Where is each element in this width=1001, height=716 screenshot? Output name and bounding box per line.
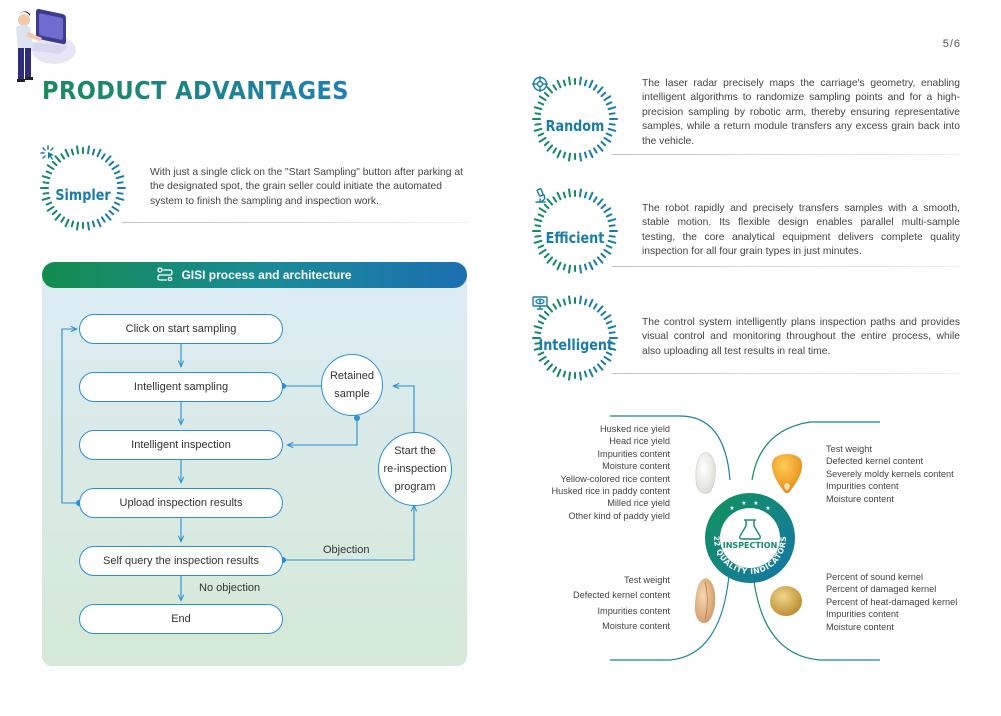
quality-indicator-arcs bbox=[610, 415, 880, 661]
random-label: Random bbox=[545, 117, 605, 135]
reinspection-line-3: program bbox=[394, 481, 436, 493]
efficient-description: The robot rapidly and precisely transfer… bbox=[642, 203, 960, 258]
no-objection-label: No objection bbox=[199, 582, 261, 594]
efficient-badge: Efficient bbox=[532, 188, 618, 274]
inspection-word: INSPECTION bbox=[723, 541, 778, 550]
step-click-start-sampling: Click on start sampling bbox=[79, 314, 283, 344]
step-intelligent-inspection: Intelligent inspection bbox=[79, 430, 283, 460]
reinspection-line-1: Start the bbox=[394, 445, 436, 457]
person-laptop-illustration bbox=[16, 8, 76, 82]
intelligent-label: Intelligent bbox=[538, 336, 614, 354]
indicator-item: Moisture content bbox=[826, 493, 894, 504]
monitor-eye-icon bbox=[532, 296, 548, 310]
sunburst-ring-icon bbox=[40, 145, 126, 231]
objection-label: Objection bbox=[323, 544, 370, 556]
indicator-item: Impurities content bbox=[597, 605, 670, 616]
divider bbox=[612, 154, 960, 155]
step-intelligent-sampling: Intelligent sampling bbox=[79, 372, 283, 402]
random-badge: Random bbox=[532, 76, 618, 162]
simpler-description: With just a single click on the "Start S… bbox=[150, 167, 463, 207]
indicator-item: Defected kernel content bbox=[572, 590, 670, 601]
indicator-item: Test weight bbox=[826, 444, 872, 454]
step-end: End bbox=[79, 604, 283, 634]
indicator-item: Yellow-colored rice content bbox=[560, 473, 670, 484]
indicator-item: Husked rice yield bbox=[600, 424, 670, 434]
svg-text:★: ★ bbox=[753, 500, 758, 507]
cursor-click-icon bbox=[40, 145, 54, 160]
indicator-item: Moisture content bbox=[602, 621, 670, 632]
indicator-item: Moisture content bbox=[826, 621, 894, 632]
page-title: PRODUCT ADVANTAGES bbox=[42, 76, 349, 105]
svg-text:★: ★ bbox=[729, 505, 734, 512]
indicator-item: Milled rice yield bbox=[607, 498, 670, 509]
target-icon bbox=[532, 76, 548, 92]
corn-kernel-icon bbox=[771, 454, 803, 493]
indicator-item: Moisture content bbox=[602, 461, 670, 472]
rice-indicators: Husked rice yield Head rice yield Impuri… bbox=[520, 423, 671, 522]
sunburst-ring-icon bbox=[532, 188, 618, 274]
reinspection-node: Start the re-inspection program bbox=[378, 432, 452, 506]
retained-sample-node: Retained sample bbox=[321, 354, 383, 416]
reinspection-line-2: re-inspection bbox=[383, 463, 447, 475]
indicator-item: Defected kernel content bbox=[826, 456, 924, 467]
svg-text:★: ★ bbox=[765, 505, 770, 512]
step-self-query: Self query the inspection results bbox=[79, 546, 283, 576]
divider bbox=[122, 222, 468, 223]
efficient-label: Efficient bbox=[545, 229, 605, 247]
wheat-indicators: Test weight Defected kernel content Impu… bbox=[520, 573, 670, 635]
gisi-title: GISI process and architecture bbox=[181, 268, 352, 282]
microscope-icon bbox=[535, 188, 546, 203]
svg-text:★: ★ bbox=[741, 500, 746, 507]
indicator-item: Impurities content bbox=[826, 609, 899, 620]
quality-indicators-seal: ★ ★ ★ ★ INSPECTION 22 QUALITY INDICATORS bbox=[705, 493, 795, 583]
sunburst-ring-icon bbox=[532, 76, 618, 162]
simpler-label: Simpler bbox=[55, 186, 111, 204]
indicator-item: Percent of damaged kernel bbox=[826, 584, 937, 595]
step-upload-results: Upload inspection results bbox=[79, 488, 283, 518]
gisi-process-panel: GISI process and architecture bbox=[42, 262, 467, 666]
indicator-item: Test weight bbox=[624, 575, 670, 585]
divider bbox=[612, 266, 960, 267]
process-flow-icon bbox=[157, 267, 174, 282]
indicator-item: Severely moldy kernels content bbox=[826, 468, 954, 479]
indicator-item: Percent of sound kernel bbox=[826, 572, 924, 582]
soybean-indicators: Percent of sound kernel Percent of damag… bbox=[826, 571, 957, 633]
rice-grain-icon bbox=[695, 451, 716, 494]
indicator-item: Impurities content bbox=[597, 448, 670, 459]
page-number: 5/6 bbox=[942, 38, 961, 50]
random-description: The laser radar precisely maps the carri… bbox=[642, 78, 960, 147]
indicator-item: Other kind of paddy yield bbox=[568, 510, 670, 521]
divider bbox=[612, 373, 960, 374]
intelligent-badge: Intelligent bbox=[532, 295, 618, 381]
gisi-header: GISI process and architecture bbox=[42, 262, 467, 288]
simpler-badge: Simpler bbox=[40, 145, 126, 231]
corn-indicators: Test weight Defected kernel content Seve… bbox=[826, 443, 954, 505]
wheat-grain-icon bbox=[694, 578, 716, 624]
indicator-item: Percent of heat-damaged kernel bbox=[826, 596, 958, 607]
intelligent-description: The control system intelligently plans i… bbox=[642, 317, 960, 357]
indicator-item: Impurities content bbox=[826, 481, 899, 492]
indicator-item: Head rice yield bbox=[609, 436, 670, 447]
sunburst-ring-icon bbox=[532, 295, 618, 381]
indicator-item: Husked rice in paddy content bbox=[551, 486, 671, 497]
retained-line-1: Retained bbox=[329, 370, 375, 382]
retained-line-2: sample bbox=[334, 388, 370, 400]
soybean-icon bbox=[770, 586, 802, 616]
